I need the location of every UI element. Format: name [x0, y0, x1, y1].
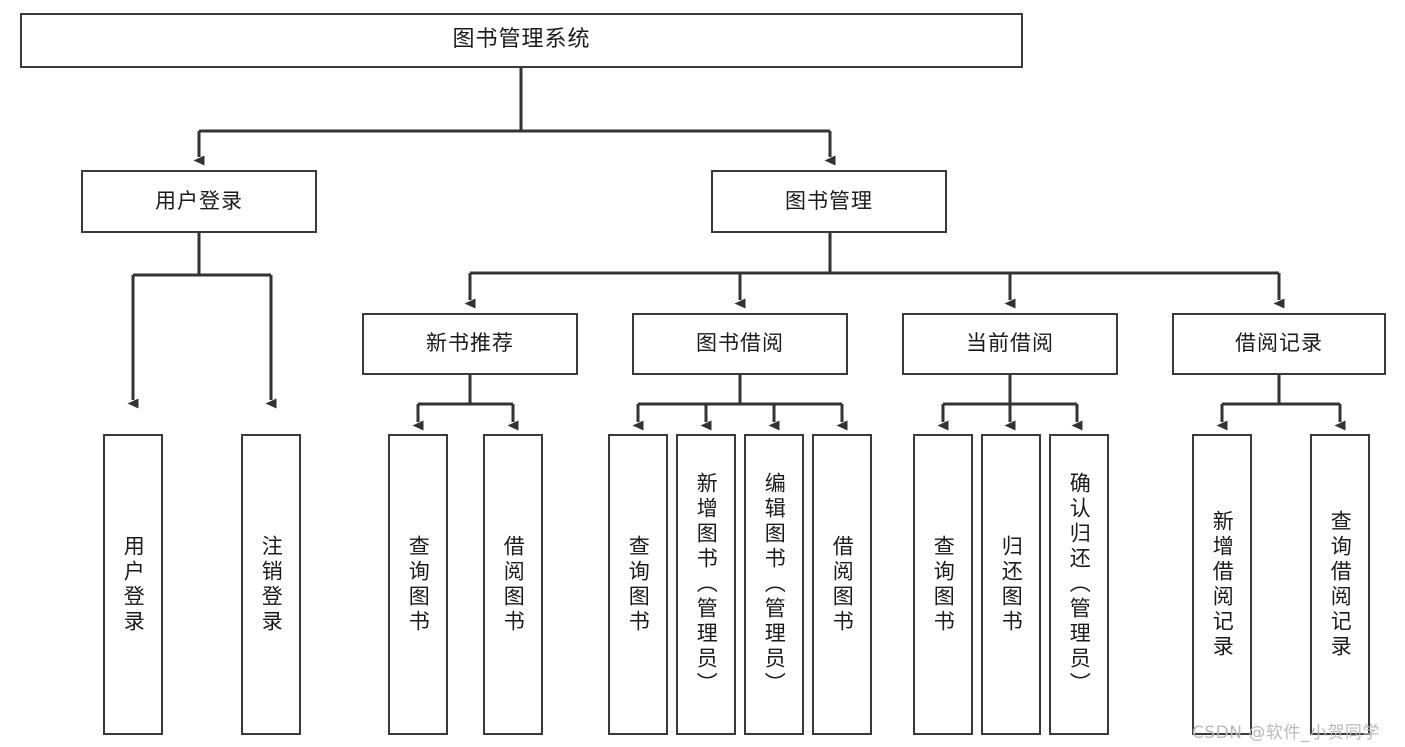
- leaf-return-book[interactable]: 归还图书: [981, 434, 1041, 735]
- leaf-borrow-book-recommend[interactable]: 借阅图书: [483, 434, 543, 735]
- leaf-user-login[interactable]: 用户登录: [103, 434, 163, 735]
- node-new-book-recommend[interactable]: 新书推荐: [362, 313, 578, 375]
- leaf-add-book-admin[interactable]: 新增图书（管理员）: [676, 434, 736, 735]
- node-current-borrow[interactable]: 当前借阅: [902, 313, 1118, 375]
- leaf-borrow-book[interactable]: 借阅图书: [812, 434, 872, 735]
- node-borrow-record[interactable]: 借阅记录: [1172, 313, 1386, 375]
- leaf-query-borrow-record[interactable]: 查询借阅记录: [1310, 434, 1370, 735]
- leaf-query-book-borrow[interactable]: 查询图书: [608, 434, 668, 735]
- leaf-query-book-current[interactable]: 查询图书: [913, 434, 973, 735]
- node-book-management[interactable]: 图书管理: [711, 170, 947, 233]
- node-root-system[interactable]: 图书管理系统: [20, 13, 1023, 68]
- leaf-confirm-return-admin[interactable]: 确认归还（管理员）: [1049, 434, 1109, 735]
- leaf-add-borrow-record[interactable]: 新增借阅记录: [1192, 434, 1252, 735]
- leaf-query-book-recommend[interactable]: 查询图书: [388, 434, 448, 735]
- node-book-borrow[interactable]: 图书借阅: [632, 313, 848, 375]
- node-user-login[interactable]: 用户登录: [81, 170, 317, 233]
- leaf-edit-book-admin[interactable]: 编辑图书（管理员）: [744, 434, 804, 735]
- csdn-watermark: CSDN @软件_小贺同学: [1192, 723, 1380, 743]
- leaf-logout-login[interactable]: 注销登录: [241, 434, 301, 735]
